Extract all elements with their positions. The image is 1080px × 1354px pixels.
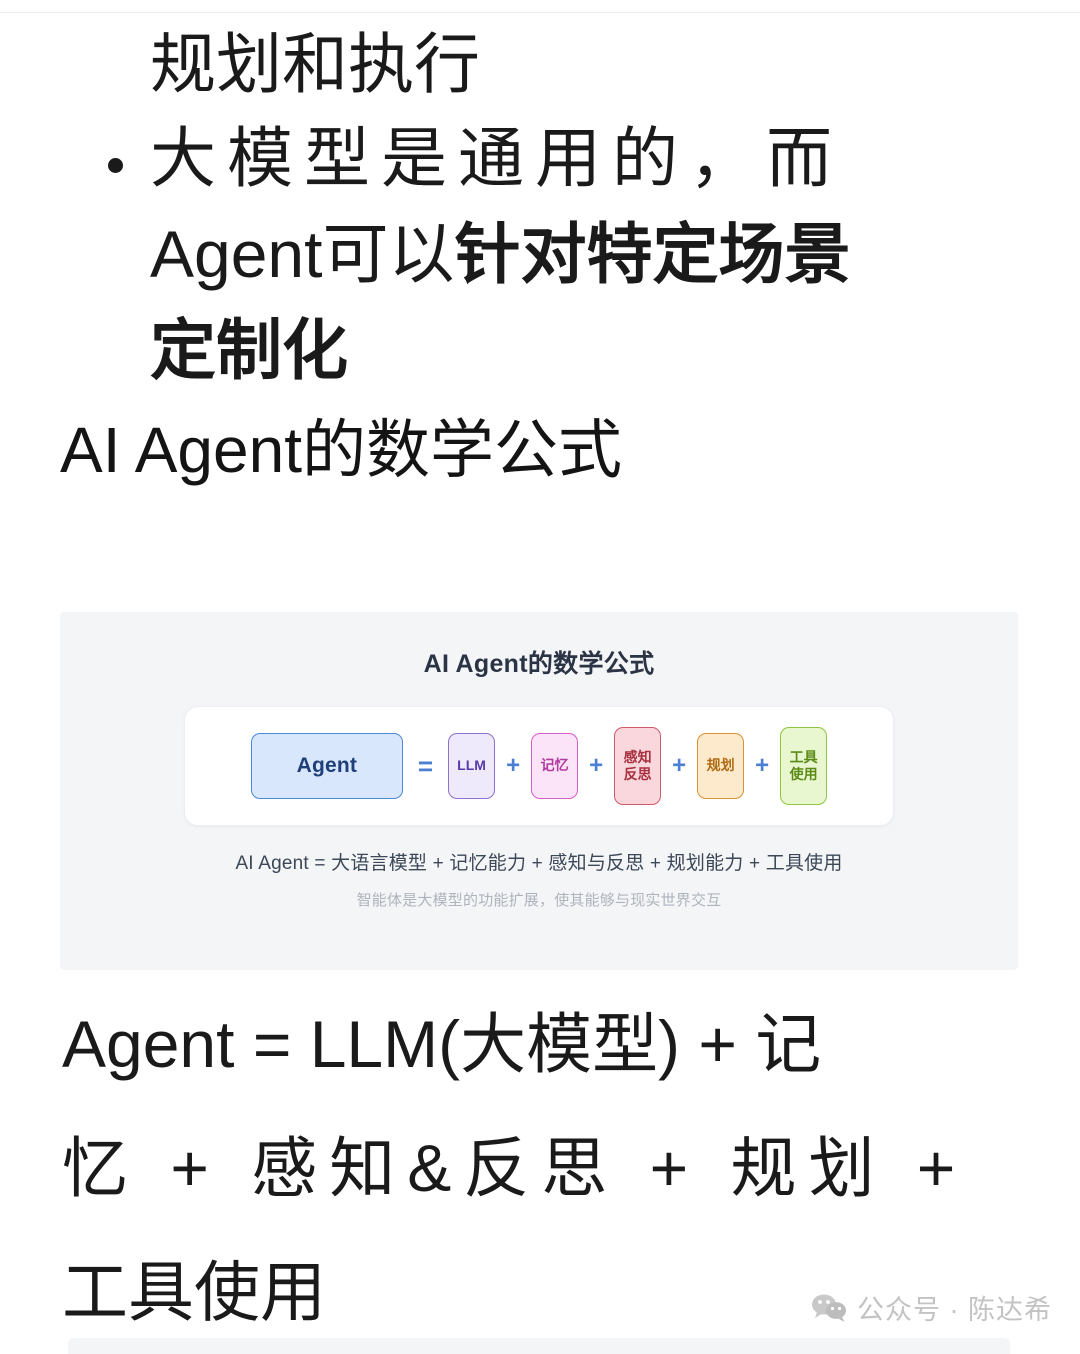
figure-diagram-panel: Agent = LLM + 记忆 + 感知反思 + 规划 + 工具使用 xyxy=(184,706,894,826)
equals-operator: = xyxy=(417,751,434,781)
diagram-node-tool-use: 工具使用 xyxy=(780,727,828,805)
watermark-text: 公众号 · 陈达希 xyxy=(857,1295,1052,1325)
article-subheading: AI Agent的数学公式 xyxy=(60,414,622,486)
article-text-block: 规划和执行 大模型是通用的，而 Agent可以针对特定场景 定制化 AI Age… xyxy=(0,18,1080,502)
diagram-node-agent: Agent xyxy=(250,733,403,799)
diagram-node-planning: 规划 xyxy=(697,733,745,799)
bullet-continuation-line: Agent可以针对特定场景 xyxy=(0,206,1080,302)
diagram-node-label: LLM xyxy=(457,757,486,774)
diagram-node-llm: LLM xyxy=(448,733,496,799)
formula-line-1: Agent = LLM(大模型) + 记 xyxy=(62,1007,822,1081)
continuation-plain-text: Agent可以 xyxy=(150,217,455,291)
plus-operator-2: + xyxy=(589,752,604,779)
formula-line-3: 工具使用 xyxy=(62,1255,326,1329)
diagram-node-label: 感知 xyxy=(623,748,652,765)
section-heading: 规划和执行 xyxy=(150,27,480,101)
diagram-node-label: 使用 xyxy=(789,766,818,782)
formula-line-2: 忆 + 感知&反思 + 规划 + xyxy=(62,1131,968,1205)
plus-operator-3: + xyxy=(672,752,687,779)
plus-operator-1: + xyxy=(506,752,521,779)
bottom-formula-block: Agent = LLM(大模型) + 记 忆 + 感知&反思 + 规划 + 工具… xyxy=(0,982,1080,1354)
diagram-node-label: Agent xyxy=(296,754,358,778)
wechat-icon xyxy=(812,1294,846,1322)
figure-subtitle: 智能体是大模型的功能扩展，使其能够与现实世界交互 xyxy=(356,892,722,909)
diagram-node-label: 规划 xyxy=(706,757,735,774)
diagram-node-perception-reflection: 感知反思 xyxy=(614,727,662,805)
bullet-item-text: 大模型是通用的，而 xyxy=(150,121,843,195)
plus-operator-4: + xyxy=(755,752,770,779)
diagram-node-label: 工具 xyxy=(789,748,818,765)
figure-title: AI Agent的数学公式 xyxy=(423,650,655,678)
bullet-list-item: 大模型是通用的，而 xyxy=(0,110,1080,206)
figure-formula-caption: AI Agent = 大语言模型 + 记忆能力 + 感知与反思 + 规划能力 +… xyxy=(235,853,843,874)
figure-card: AI Agent的数学公式 Agent = LLM + 记忆 + 感知反思 + … xyxy=(60,612,1018,970)
diagram-node-memory: 记忆 xyxy=(531,733,579,799)
diagram-node-label: 反思 xyxy=(623,766,652,782)
bullet-dot-icon xyxy=(108,158,123,173)
diagram-node-label: 记忆 xyxy=(540,757,569,774)
top-divider xyxy=(0,12,1080,13)
continuation-bold-text: 针对特定场景 xyxy=(454,217,851,291)
next-figure-card-peek xyxy=(68,1338,1010,1354)
bold-emphasis-line: 定制化 xyxy=(150,313,348,387)
watermark: 公众号 · 陈达希 xyxy=(811,1288,1052,1327)
